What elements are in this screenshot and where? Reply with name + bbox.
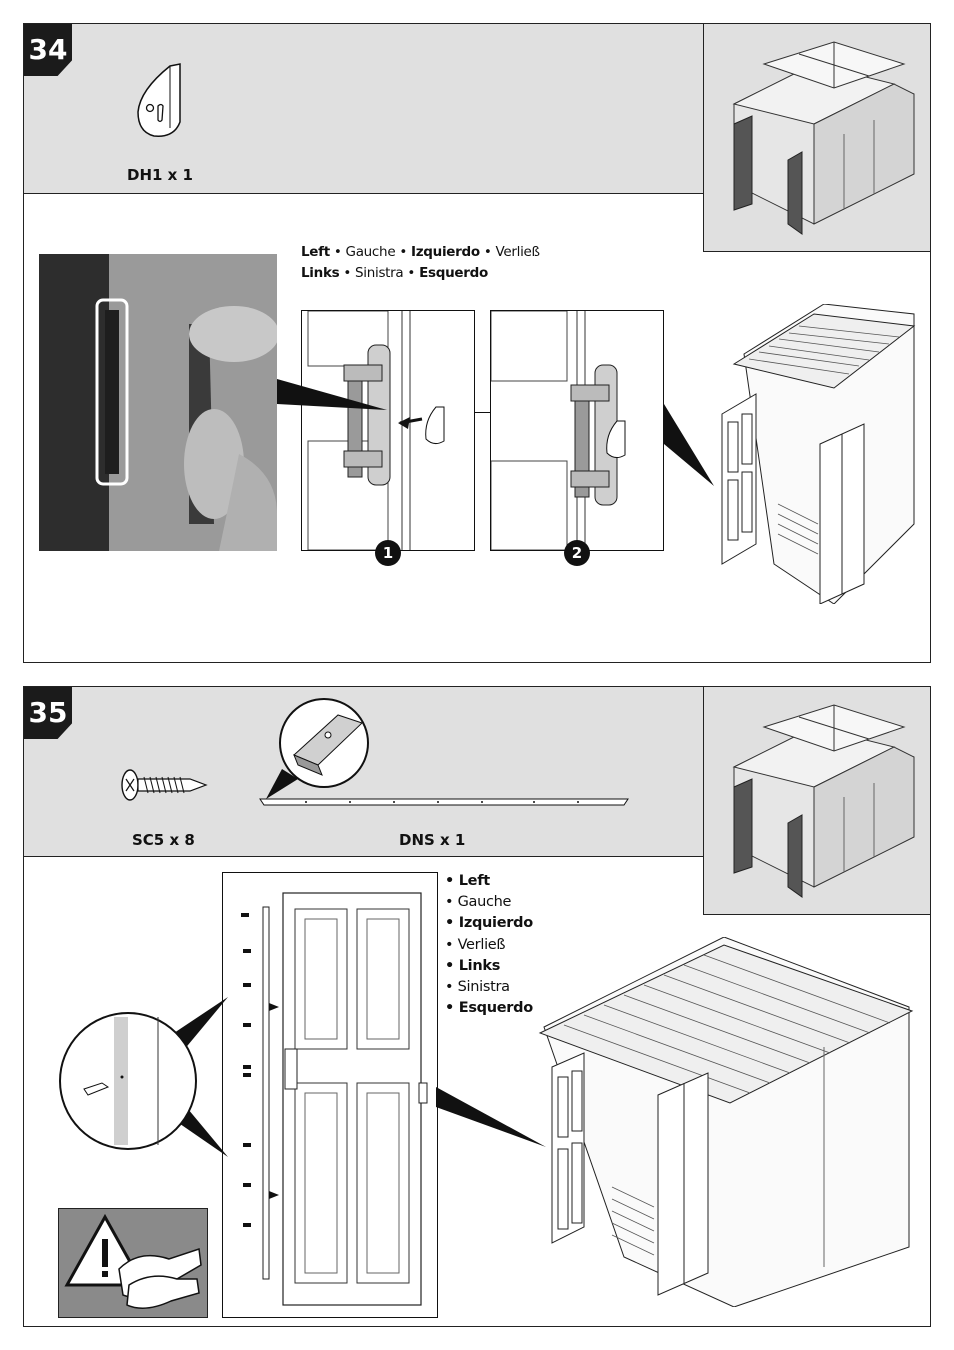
step-number: 34 [24,24,72,76]
pointer-wedge-photo [277,379,387,410]
shed-roof-overview-icon [732,41,915,235]
photo-illustration [39,254,277,551]
lang-links: Links [445,956,533,977]
screw-icon [121,769,208,801]
overview-shed-thumbnail [703,23,931,252]
handle-installation-photo [39,254,277,551]
lang-verliess: Verließ [445,935,533,956]
overview-shed-thumbnail [703,686,931,915]
language-note: Left • Gauche • Izquierdo • Verließ Link… [301,244,540,281]
lang-sinistra: Sinistra [355,265,404,281]
lang-gauche: Gauche [445,892,533,913]
shed-open-door-drawing [721,304,916,604]
lang-esquerdo: Esquerdo [445,998,533,1019]
lang-left: Left [445,871,533,892]
part-code-dh1: DH1 x 1 [127,166,193,184]
lang-izquierdo: Izquierdo [410,244,480,260]
callout-2: 2 [564,540,590,566]
lang-esquerdo: Esquerdo [419,265,488,281]
part-code-dns: DNS x 1 [399,831,466,849]
detail-frame-1 [301,310,475,551]
shed-open-door-drawing [538,937,914,1307]
step-34: 34 DH1 x 1 [23,23,931,663]
handle-inserted-drawing [490,310,626,551]
frame-connector [475,412,490,413]
pointer-wedge-shed [664,404,714,486]
door-strip-icon [259,698,629,806]
part-code-sc5: SC5 x 8 [132,831,195,849]
lang-left: Left [301,244,330,260]
step-35: 35 SC5 x 8 DNS x 1 [23,686,931,1327]
gloves-warning-icon [64,1213,202,1309]
lang-gauche: Gauche [345,244,396,260]
parts-band: 35 SC5 x 8 DNS x 1 [24,687,704,857]
lang-links: Links [301,265,340,281]
detail-frame-2 [490,310,664,551]
screw-zoom-detail [59,997,228,1157]
pointer-wedge-shed [436,1087,546,1147]
parts-band: 34 DH1 x 1 [24,24,704,194]
handle-before-insert-drawing [307,310,445,551]
step-number: 35 [24,687,72,739]
door-handle-part-icon [137,63,181,137]
shed-roof-overview-icon [732,704,915,898]
door-strip-screwing-drawing [241,892,428,1306]
lang-sinistra: Sinistra [445,977,533,998]
lang-verliess: Verließ [495,244,540,260]
lang-izquierdo: Izquierdo [445,913,533,934]
warning-box [58,1208,208,1318]
callout-1: 1 [375,540,401,566]
language-list: Left Gauche Izquierdo Verließ Links Sini… [445,871,534,1019]
door-assembly-frame [222,872,438,1318]
